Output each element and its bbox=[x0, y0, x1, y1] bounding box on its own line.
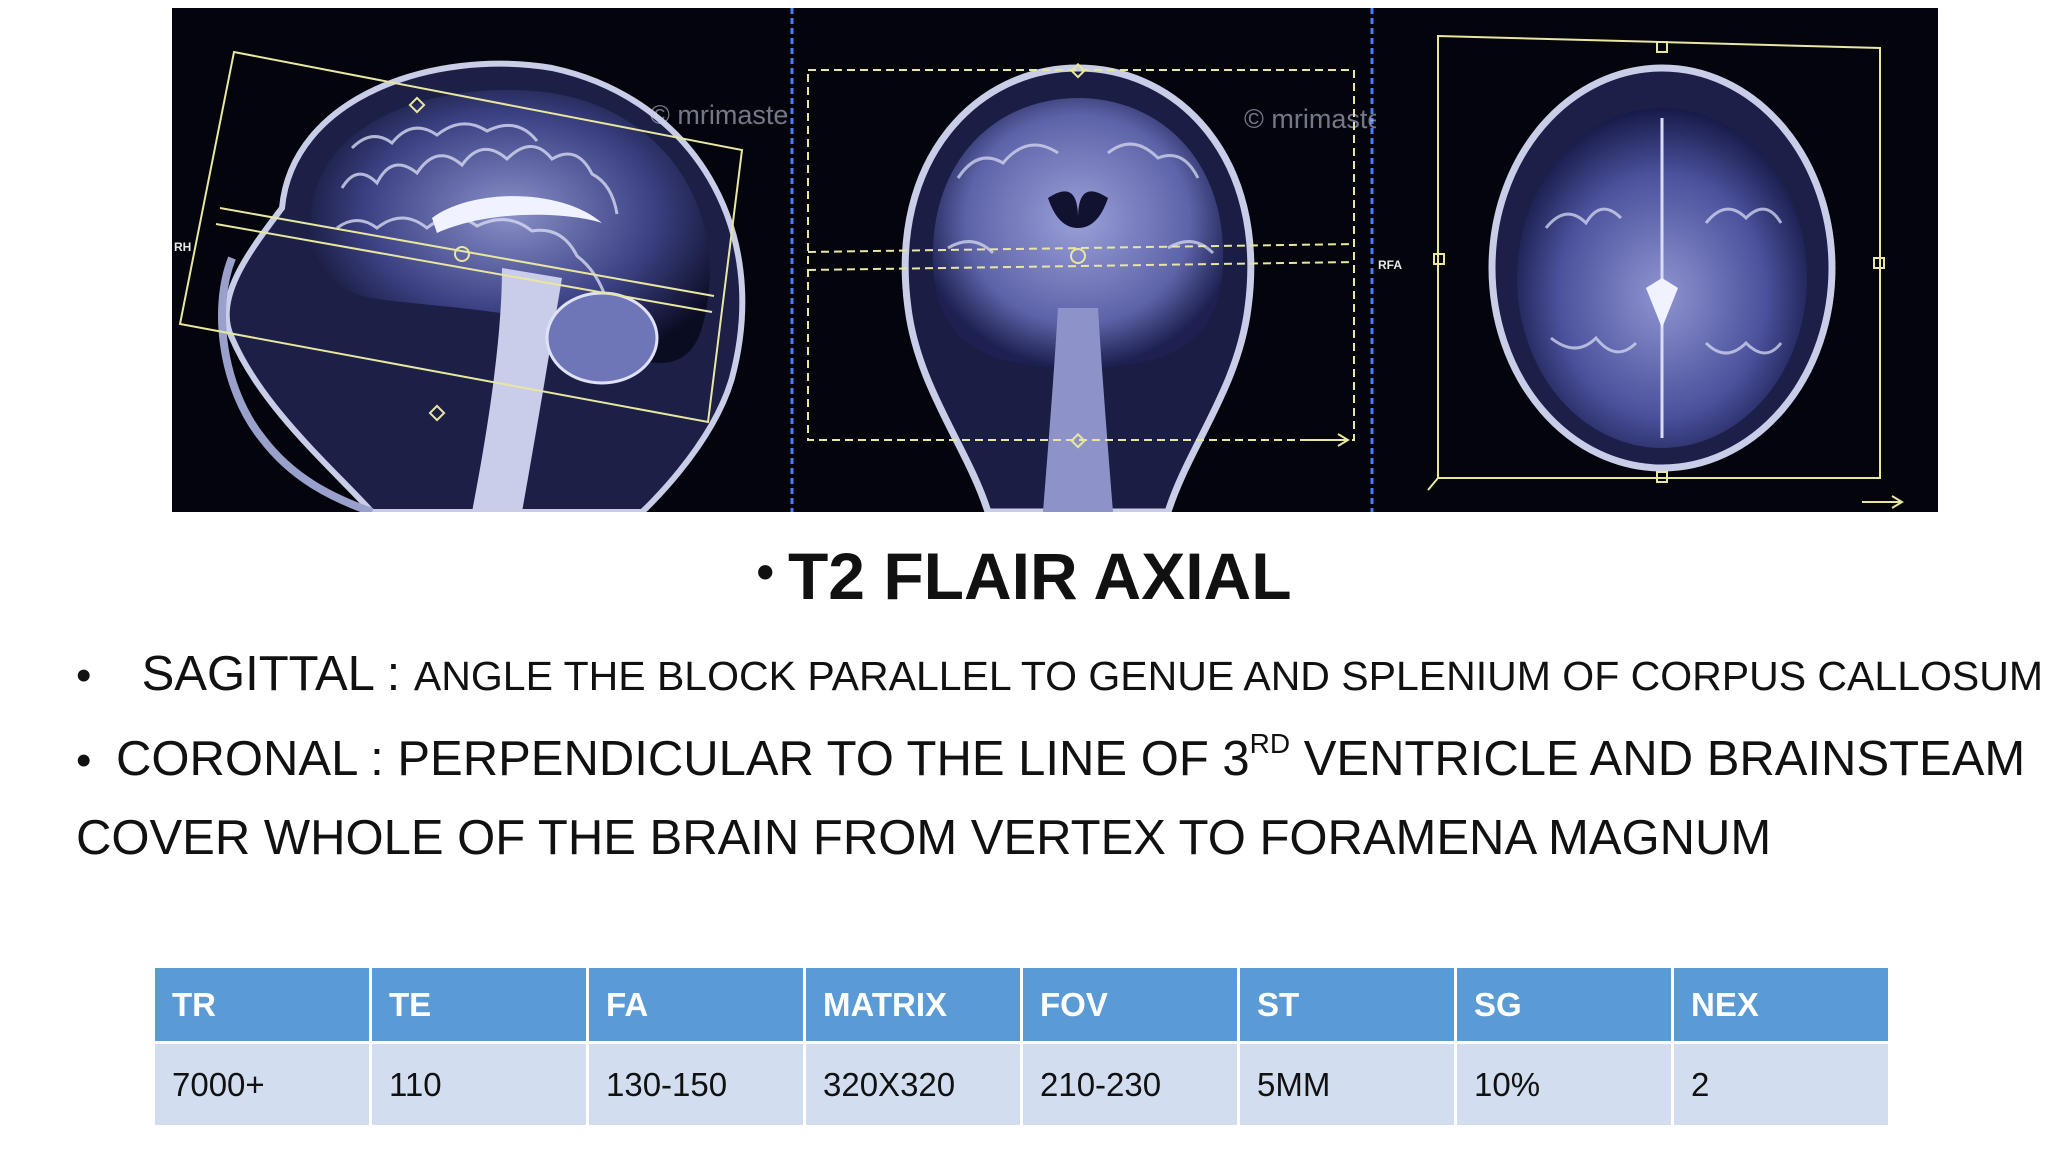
axial-image: RFA bbox=[1376, 8, 1938, 512]
orientation-label-rh: RH bbox=[174, 240, 192, 254]
coronal-text-start: CORONAL : PERPENDICULAR TO THE LINE OF 3 bbox=[116, 732, 1250, 786]
value-sg: 10% bbox=[1454, 1041, 1674, 1128]
sequence-parameters-table: TR TE FA MATRIX FOV ST SG NEX 7000+ 110 … bbox=[152, 965, 1891, 1128]
bullet-dot: • bbox=[76, 736, 92, 785]
coronal-superscript: RD bbox=[1249, 728, 1291, 759]
watermark-sagittal: © mrimaster.com bbox=[650, 100, 788, 130]
value-fa: 130-150 bbox=[586, 1041, 806, 1128]
mri-planning-images: © mrimaster.com RH bbox=[172, 8, 1938, 512]
value-matrix: 320X320 bbox=[803, 1041, 1023, 1128]
value-te: 110 bbox=[369, 1041, 589, 1128]
header-te: TE bbox=[369, 965, 589, 1044]
sagittal-image: © mrimaster.com RH bbox=[172, 8, 788, 512]
header-fov: FOV bbox=[1020, 965, 1240, 1044]
sagittal-text: ANGLE THE BLOCK PARALLEL TO GENUE AND SP… bbox=[413, 653, 2043, 699]
value-st: 5MM bbox=[1237, 1041, 1457, 1128]
table-row: 7000+ 110 130-150 320X320 210-230 5MM 10… bbox=[152, 1041, 1891, 1128]
header-nex: NEX bbox=[1671, 965, 1891, 1044]
table-header-row: TR TE FA MATRIX FOV ST SG NEX bbox=[152, 965, 1891, 1044]
slide-title: •T2 FLAIR AXIAL bbox=[0, 538, 2048, 614]
bullet-dot: • bbox=[76, 651, 92, 700]
sagittal-label: SAGITTAL : bbox=[141, 647, 401, 701]
header-sg: SG bbox=[1454, 965, 1674, 1044]
coronal-image: © mrimaster.com bbox=[788, 8, 1376, 512]
header-tr: TR bbox=[152, 965, 372, 1044]
coronal-text-end: VENTRICLE AND BRAINSTEAM bbox=[1290, 732, 2026, 786]
value-nex: 2 bbox=[1671, 1041, 1891, 1128]
coronal-instruction: • CORONAL : PERPENDICULAR TO THE LINE OF … bbox=[76, 728, 2025, 787]
value-tr: 7000+ bbox=[152, 1041, 372, 1128]
coverage-instruction: COVER WHOLE OF THE BRAIN FROM VERTEX TO … bbox=[76, 811, 1772, 865]
header-matrix: MATRIX bbox=[803, 965, 1023, 1044]
title-bullet: • bbox=[756, 544, 774, 600]
title-text: T2 FLAIR AXIAL bbox=[787, 539, 1292, 613]
header-fa: FA bbox=[586, 965, 806, 1044]
header-st: ST bbox=[1237, 965, 1457, 1044]
value-fov: 210-230 bbox=[1020, 1041, 1240, 1128]
watermark-coronal: © mrimaster.com bbox=[1244, 104, 1376, 134]
orientation-label-rfa: RFA bbox=[1378, 258, 1402, 272]
sagittal-instruction: • SAGITTAL : ANGLE THE BLOCK PARALLEL TO… bbox=[76, 646, 2043, 702]
